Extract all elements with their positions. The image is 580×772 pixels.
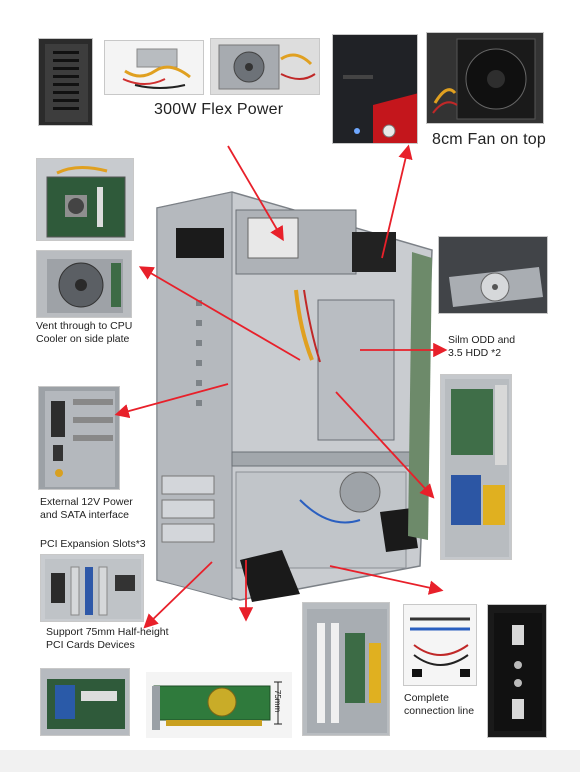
psu-graphic-1 [122, 48, 191, 89]
cpu-cooler-graphic [47, 259, 123, 313]
drive-bay-graphic [445, 379, 509, 557]
front-panel-photo [332, 34, 418, 144]
psu-photo-2 [210, 38, 320, 95]
bottom-strip [0, 750, 580, 772]
label-odd-hdd: Silm ODD and 3.5 HDD *2 [448, 334, 516, 360]
label-flex-power: 300W Flex Power [154, 101, 284, 118]
cables-photo [403, 604, 477, 686]
slim-odd-graphic [439, 237, 547, 313]
rear-io-photo [38, 386, 120, 490]
rear-io-graphic [45, 391, 115, 487]
motherboard-photo [36, 158, 134, 241]
psu-graphic-2 [218, 44, 316, 90]
graphics-card-photo [146, 672, 292, 738]
pci-slot-photo [40, 554, 144, 622]
front-panel-graphic [333, 35, 417, 143]
label-connection-line: Complete connection line [404, 692, 475, 718]
label-fan-top: 8cm Fan on top [432, 131, 546, 148]
psu-photo-1 [104, 40, 204, 95]
label-half-height: Support 75mm Half-height PCI Cards Devic… [46, 626, 169, 652]
slim-odd-photo [438, 236, 548, 314]
drive-bay-photo [440, 374, 512, 560]
pci-card-install-graphic [307, 609, 387, 733]
fan-graphic [427, 33, 543, 123]
graphics-card-graphic [152, 681, 282, 730]
label-external-power: External 12V Power and SATA interface [40, 496, 133, 522]
label-pci-slots: PCI Expansion Slots*3 [40, 538, 146, 550]
pci-slot-graphic [45, 559, 141, 619]
motherboard-graphic [46, 166, 126, 238]
cpu-cooler-photo [36, 250, 132, 318]
fan-photo [426, 32, 544, 124]
front-ports-photo [487, 604, 547, 738]
board-rear-graphic [47, 679, 125, 729]
front-ports-graphic [494, 613, 542, 731]
board-rear-photo [40, 668, 130, 736]
vent-strip-photo [38, 38, 93, 126]
vent-strip-graphic [45, 44, 88, 122]
label-vent: Vent through to CPU Cooler on side plate [36, 320, 133, 346]
cables-graphic [410, 617, 470, 677]
pci-card-install-photo [302, 602, 390, 736]
